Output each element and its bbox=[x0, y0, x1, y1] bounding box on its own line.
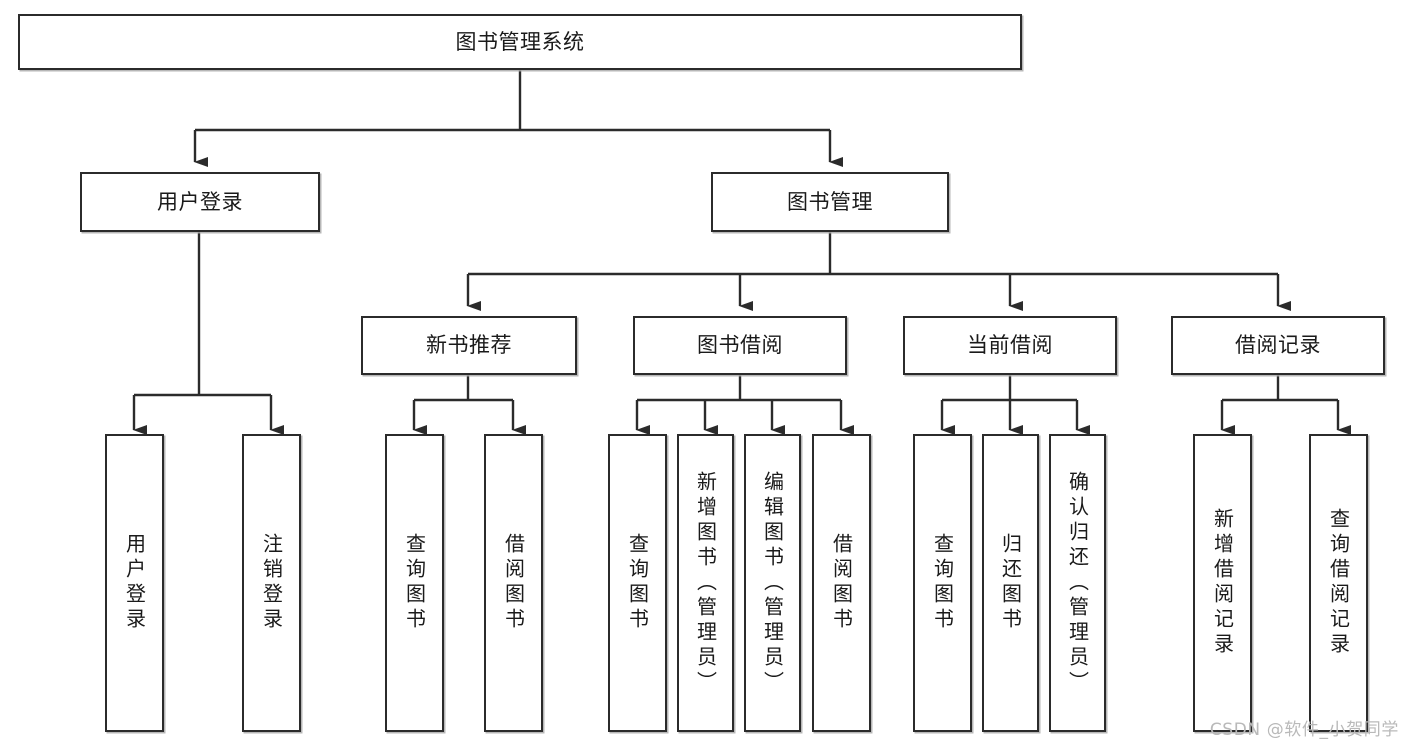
node-label: 图书借阅 bbox=[697, 333, 783, 358]
leaf-query-book-borrow[interactable]: 查询图书 bbox=[608, 434, 667, 732]
node-label: 当前借阅 bbox=[967, 333, 1053, 358]
node-label: 借阅图书 bbox=[501, 533, 526, 633]
node-label: 借阅图书 bbox=[829, 533, 854, 633]
node-label: 用户登录 bbox=[122, 533, 147, 633]
node-root[interactable]: 图书管理系统 bbox=[18, 14, 1022, 70]
node-label: 新书推荐 bbox=[426, 333, 512, 358]
node-borrow-record[interactable]: 借阅记录 bbox=[1171, 316, 1385, 375]
node-label: 注销登录 bbox=[259, 533, 284, 633]
node-label: 借阅记录 bbox=[1235, 333, 1321, 358]
node-current-borrow[interactable]: 当前借阅 bbox=[903, 316, 1117, 375]
leaf-logout[interactable]: 注销登录 bbox=[242, 434, 301, 732]
node-label: 查询图书 bbox=[402, 533, 427, 633]
leaf-borrow-book-recommend[interactable]: 借阅图书 bbox=[484, 434, 543, 732]
node-user-login[interactable]: 用户登录 bbox=[80, 172, 320, 232]
node-book-management[interactable]: 图书管理 bbox=[711, 172, 949, 232]
node-label: 查询图书 bbox=[625, 533, 650, 633]
node-label: 新增图书（管理员） bbox=[693, 470, 718, 696]
node-label: 编辑图书（管理员） bbox=[760, 470, 785, 696]
leaf-borrow-book[interactable]: 借阅图书 bbox=[812, 434, 871, 732]
node-label: 新增借阅记录 bbox=[1210, 508, 1235, 658]
leaf-edit-book-admin[interactable]: 编辑图书（管理员） bbox=[744, 434, 801, 732]
leaf-query-borrow-record[interactable]: 查询借阅记录 bbox=[1309, 434, 1368, 732]
node-label: 确认归还（管理员） bbox=[1065, 470, 1090, 696]
leaf-add-borrow-record[interactable]: 新增借阅记录 bbox=[1193, 434, 1252, 732]
node-label: 归还图书 bbox=[998, 533, 1023, 633]
node-label: 用户登录 bbox=[157, 189, 243, 214]
node-label: 图书管理 bbox=[787, 189, 873, 214]
leaf-add-book-admin[interactable]: 新增图书（管理员） bbox=[677, 434, 734, 732]
leaf-return-book[interactable]: 归还图书 bbox=[982, 434, 1039, 732]
node-label: 查询借阅记录 bbox=[1326, 508, 1351, 658]
node-label: 查询图书 bbox=[930, 533, 955, 633]
leaf-query-book-current[interactable]: 查询图书 bbox=[913, 434, 972, 732]
leaf-query-book-recommend[interactable]: 查询图书 bbox=[385, 434, 444, 732]
leaf-confirm-return-admin[interactable]: 确认归还（管理员） bbox=[1049, 434, 1106, 732]
node-new-book-recommend[interactable]: 新书推荐 bbox=[361, 316, 577, 375]
leaf-user-login[interactable]: 用户登录 bbox=[105, 434, 164, 732]
node-book-borrow[interactable]: 图书借阅 bbox=[633, 316, 847, 375]
node-label: 图书管理系统 bbox=[455, 29, 585, 54]
